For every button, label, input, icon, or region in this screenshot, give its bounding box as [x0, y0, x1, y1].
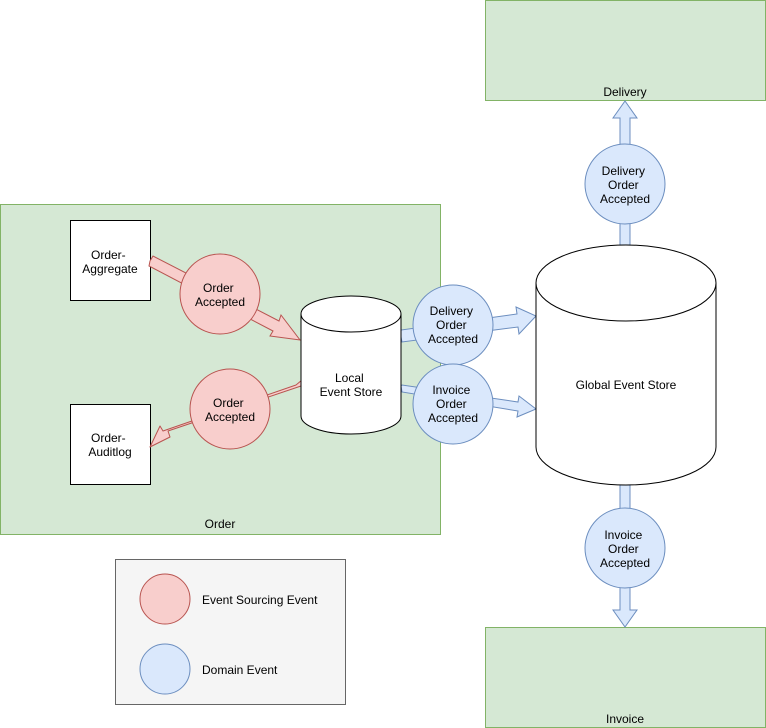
local-event-store-label: Local Event Store	[320, 371, 383, 399]
invoice-order-accepted-event-local: Invoice Order Accepted	[412, 363, 494, 445]
order-aggregate-box: Order- Aggregate	[70, 220, 151, 301]
order-accepted-event-out: Order Accepted	[189, 368, 271, 450]
order-auditlog-label: Order- Auditlog	[88, 431, 131, 459]
delivery-order-accepted-event-local: Delivery Order Accepted	[412, 284, 494, 366]
svg-text:Invoice Order Acce: Invoice Order Accepted	[428, 383, 478, 425]
legend: Event Sourcing Event Domain Event	[115, 559, 346, 705]
legend-event-sourcing-swatch	[139, 573, 191, 625]
order-aggregate-label: Order- Aggregate	[82, 248, 138, 276]
svg-text:Order Accepted: Order Accepted	[195, 281, 245, 309]
legend-event-sourcing-label: Event Sourcing Event	[202, 593, 318, 607]
delivery-container: Delivery	[485, 0, 766, 101]
order-accepted-event-in: Order Accepted	[179, 253, 261, 335]
global-event-store-label: Global Event Store	[576, 378, 677, 392]
global-event-store: Global Event Store	[535, 244, 717, 486]
svg-text:Invoice Order Acce: Invoice Order Accepted	[600, 528, 650, 570]
local-event-store: Local Event Store	[300, 295, 402, 435]
invoice-container: Invoice	[485, 627, 766, 728]
order-container-label: Order	[205, 517, 236, 531]
svg-text:Delivery Order Acc: Delivery Order Accepted	[428, 304, 478, 346]
invoice-order-accepted-event-global: Invoice Order Accepted	[584, 507, 666, 589]
svg-text:Order Accepted: Order Accepted	[205, 396, 255, 424]
delivery-order-accepted-event-global: Delivery Order Accepted	[584, 143, 666, 225]
svg-text:Delivery Order Acc: Delivery Order Accepted	[600, 164, 650, 206]
legend-domain-swatch	[139, 643, 191, 695]
delivery-container-label: Delivery	[603, 85, 646, 99]
legend-domain-label: Domain Event	[202, 663, 278, 677]
order-auditlog-box: Order- Auditlog	[70, 404, 151, 485]
invoice-container-label: Invoice	[606, 712, 644, 726]
